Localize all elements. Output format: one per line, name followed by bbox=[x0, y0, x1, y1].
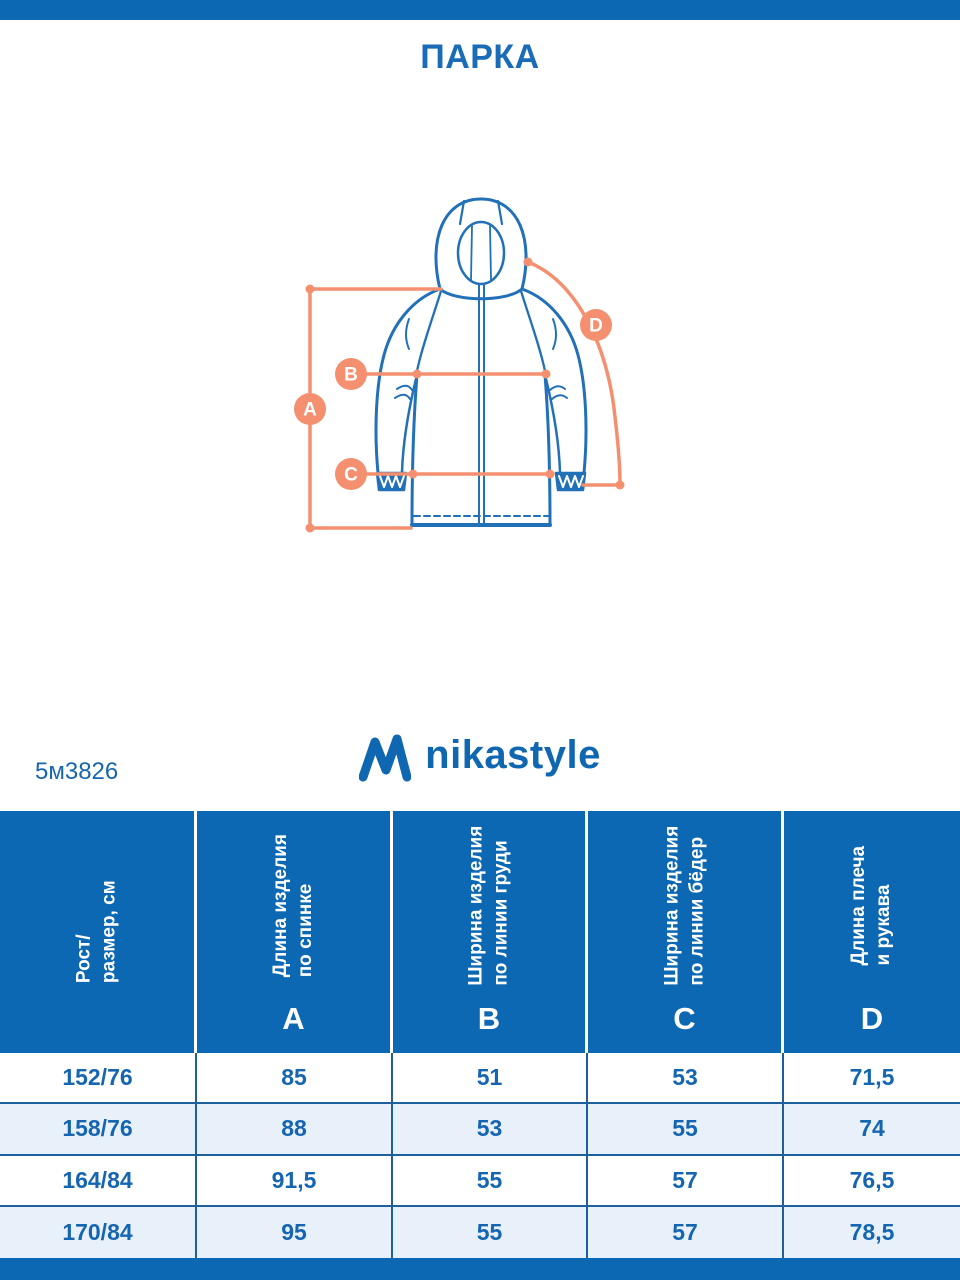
header-line: Ширина изделия bbox=[465, 826, 487, 986]
table-cell-size: 158/76 bbox=[0, 1104, 197, 1156]
table-cell: 74 bbox=[784, 1104, 960, 1156]
table-cell: 57 bbox=[588, 1206, 784, 1258]
table-cell: 71,5 bbox=[784, 1053, 960, 1105]
table-cell: 78,5 bbox=[784, 1206, 960, 1258]
measure-label-a: A bbox=[294, 393, 326, 425]
table-cell: 85 bbox=[197, 1053, 393, 1105]
header-line: Ширина изделия bbox=[660, 826, 682, 986]
header-line: Длина плеча bbox=[848, 846, 870, 966]
header-line: Рост/ bbox=[73, 934, 95, 984]
table-cell: 76,5 bbox=[784, 1155, 960, 1207]
header-line: Длина изделия bbox=[269, 834, 291, 978]
nikastyle-logo-icon bbox=[359, 734, 412, 782]
svg-text:B: B bbox=[344, 365, 358, 386]
parka-measurement-diagram: A B C D bbox=[294, 197, 625, 533]
measure-label-d: D bbox=[580, 309, 612, 341]
column-header-d: Длина плеча и рукава D bbox=[784, 811, 960, 1053]
column-header-size: Рост/ размер, см bbox=[0, 811, 197, 1053]
column-letter-b: B bbox=[477, 1001, 501, 1036]
column-letter-d: D bbox=[860, 1001, 884, 1036]
brand-name: nikastyle bbox=[425, 732, 601, 777]
header-line: по линии груди bbox=[489, 840, 511, 986]
table-cell: 55 bbox=[393, 1155, 588, 1207]
table-cell: 88 bbox=[197, 1104, 393, 1156]
header-line: и рукава bbox=[872, 884, 894, 966]
page-title: ПАРКА bbox=[420, 38, 540, 76]
column-header-b: Ширина изделия по линии груди B bbox=[393, 811, 588, 1053]
table-cell: 53 bbox=[588, 1053, 784, 1105]
measure-label-c: C bbox=[335, 458, 367, 490]
header-line: по линии бёдер bbox=[685, 837, 707, 986]
size-table: Рост/ размер, см Длина изделия по спинке… bbox=[0, 811, 960, 1258]
table-cell: 91,5 bbox=[197, 1155, 393, 1207]
article-number: 5м3826 bbox=[35, 758, 119, 785]
column-letter-a: A bbox=[282, 1001, 305, 1036]
table-cell-size: 164/84 bbox=[0, 1155, 197, 1207]
column-header-c: Ширина изделия по линии бёдер C bbox=[588, 811, 784, 1053]
brand-logo: nikastyle bbox=[0, 728, 960, 786]
bottom-accent-bar bbox=[0, 1258, 960, 1280]
table-cell: 55 bbox=[588, 1104, 784, 1156]
table-cell: 53 bbox=[393, 1104, 588, 1156]
svg-text:D: D bbox=[589, 316, 603, 337]
header-line: по спинке bbox=[294, 883, 316, 978]
table-cell: 51 bbox=[393, 1053, 588, 1105]
parka-outline-drawing bbox=[374, 197, 588, 527]
svg-text:C: C bbox=[344, 465, 358, 486]
table-cell: 55 bbox=[393, 1206, 588, 1258]
top-accent-bar bbox=[0, 0, 960, 20]
svg-text:A: A bbox=[303, 400, 317, 421]
column-letter-c: C bbox=[673, 1001, 696, 1036]
table-cell-size: 152/76 bbox=[0, 1053, 197, 1105]
measurement-lines: A B C D bbox=[294, 257, 625, 533]
table-cell: 95 bbox=[197, 1206, 393, 1258]
table-cell-size: 170/84 bbox=[0, 1206, 197, 1258]
measure-label-b: B bbox=[335, 358, 367, 390]
header-line: размер, см bbox=[97, 880, 119, 984]
column-header-a: Длина изделия по спинке A bbox=[197, 811, 393, 1053]
table-cell: 57 bbox=[588, 1155, 784, 1207]
